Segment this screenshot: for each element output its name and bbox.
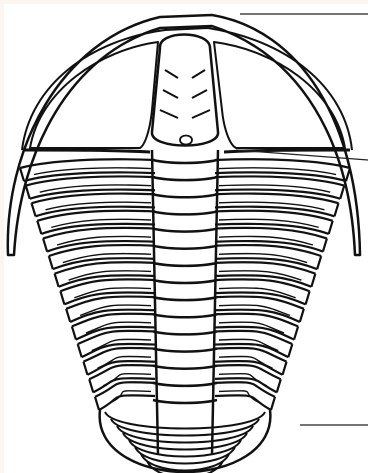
glabella-outline [152, 35, 218, 146]
glabella [152, 35, 218, 146]
